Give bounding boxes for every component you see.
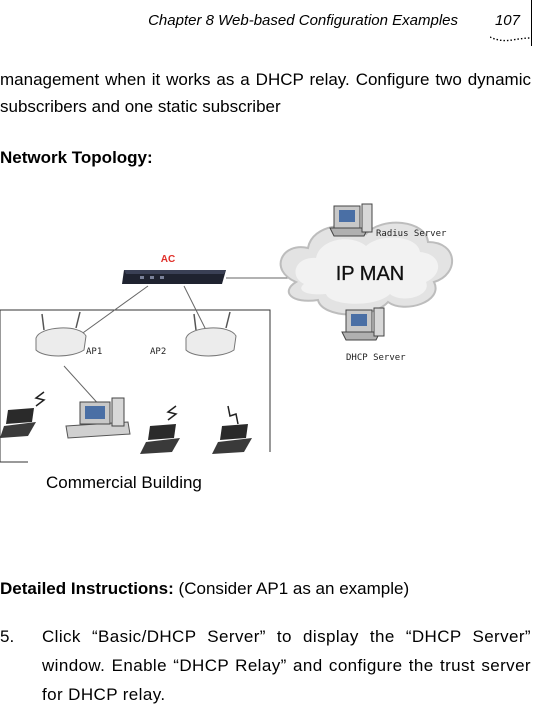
link-ap1-pc [63,365,103,409]
ip-man-cloud: IP MAN [279,221,453,316]
laptop-3 [212,424,252,454]
step-number: 5. [0,627,15,646]
detailed-instructions: Detailed Instructions: (Consider AP1 as … [0,579,409,599]
desktop-pc [65,397,131,439]
header-corner-rule [531,0,532,46]
ap1-device: AP1 [35,311,102,357]
ap1-label: AP1 [86,347,102,357]
radius-label: Radius Server [376,229,447,239]
ac-controller: AC [122,254,226,284]
laptop-2 [140,424,180,454]
detailed-instructions-heading: Detailed Instructions: [0,579,174,598]
chapter-title: Chapter 8 Web-based Configuration Exampl… [148,12,458,29]
ap2-device: AP2 [150,311,237,357]
ap2-label: AP2 [150,347,166,357]
laptop-1 [0,408,36,438]
page-number: 107 [494,12,520,29]
wireless-signal-1 [34,391,46,407]
detailed-instructions-note: (Consider AP1 as an example) [178,579,410,598]
dhcp-label: DHCP Server [346,353,406,363]
dhcp-server: DHCP Server [341,307,406,363]
network-topology-diagram: IP MAN AC Radius Server DHCP Server AP1 [0,203,453,463]
network-topology-heading: Network Topology: [0,148,153,167]
cloud-label: IP MAN [336,263,405,285]
radius-server: Radius Server [329,203,447,239]
building-outline-left [0,310,28,463]
commercial-building-label: Commercial Building [46,473,202,492]
wireless-signal-3 [227,405,239,425]
wireless-signal-2 [166,405,178,421]
ac-label: AC [161,254,175,265]
step-text: Click “Basic/DHCP Server” to display the… [42,627,531,704]
building-outline [0,309,271,452]
intro-paragraph: management when it works as a DHCP relay… [0,70,531,116]
header-dotted-curve [490,36,530,42]
